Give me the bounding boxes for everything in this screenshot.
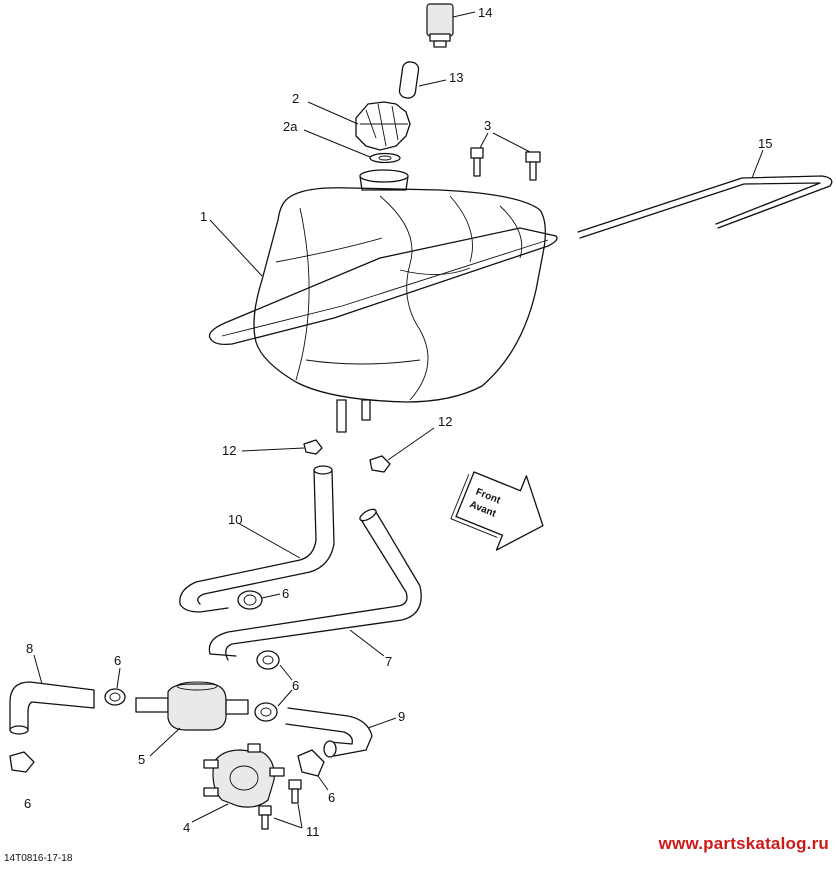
front-direction-arrow: Front Avant — [450, 471, 544, 551]
part-11-screw-upper — [288, 779, 302, 804]
part-13-tube — [398, 61, 420, 99]
callout-4: 4 — [183, 820, 190, 835]
part-5-fuel-filter — [135, 681, 249, 731]
part-10-hose — [179, 465, 335, 613]
part-3-screw-right — [525, 151, 541, 181]
part-3-screw-left — [470, 147, 484, 177]
callout-6-d: 6 — [328, 790, 335, 805]
part-6-clamp-f — [297, 749, 325, 777]
callout-14: 14 — [478, 5, 492, 20]
part-6-clamp-c — [104, 688, 126, 706]
callout-7: 7 — [385, 654, 392, 669]
part-15-strap — [577, 175, 833, 239]
callout-6-b: 6 — [292, 678, 299, 693]
callout-2a: 2a — [283, 119, 298, 134]
part-12-clip-left — [303, 439, 323, 455]
watermark-link[interactable]: www.partskatalog.ru — [658, 834, 829, 853]
part-12-clip-right — [369, 455, 391, 473]
part-11-screw-lower — [258, 805, 272, 830]
part-6-clamp-b — [256, 650, 280, 670]
callout-2: 2 — [292, 91, 299, 106]
callout-6-e: 6 — [24, 796, 31, 811]
figure-code: 14T0816-17-18 — [4, 853, 73, 864]
part-9-hose — [285, 707, 373, 758]
callout-13: 13 — [449, 70, 463, 85]
callout-6-c: 6 — [114, 653, 121, 668]
part-1-fuel-tank — [208, 169, 558, 433]
callout-3: 3 — [484, 118, 491, 133]
part-2-fuel-cap — [355, 101, 411, 151]
callout-12-right: 12 — [438, 414, 452, 429]
part-6-clamp-e — [9, 751, 35, 773]
callout-5: 5 — [138, 752, 145, 767]
part-2a-gasket — [369, 152, 401, 164]
callout-8: 8 — [26, 641, 33, 656]
callout-11: 11 — [306, 824, 320, 839]
callout-10: 10 — [228, 512, 242, 527]
part-6-clamp-a — [237, 590, 263, 610]
callout-6-a: 6 — [282, 586, 289, 601]
part-8-elbow-hose — [9, 681, 95, 735]
part-4-fuel-pump — [203, 743, 285, 808]
part-7-hose — [208, 508, 422, 661]
callout-1: 1 — [200, 209, 207, 224]
callout-15: 15 — [758, 136, 772, 151]
part-14-sender-unit — [426, 3, 454, 48]
callout-12-left: 12 — [222, 443, 236, 458]
part-6-clamp-d — [254, 702, 278, 722]
callout-9: 9 — [398, 709, 405, 724]
